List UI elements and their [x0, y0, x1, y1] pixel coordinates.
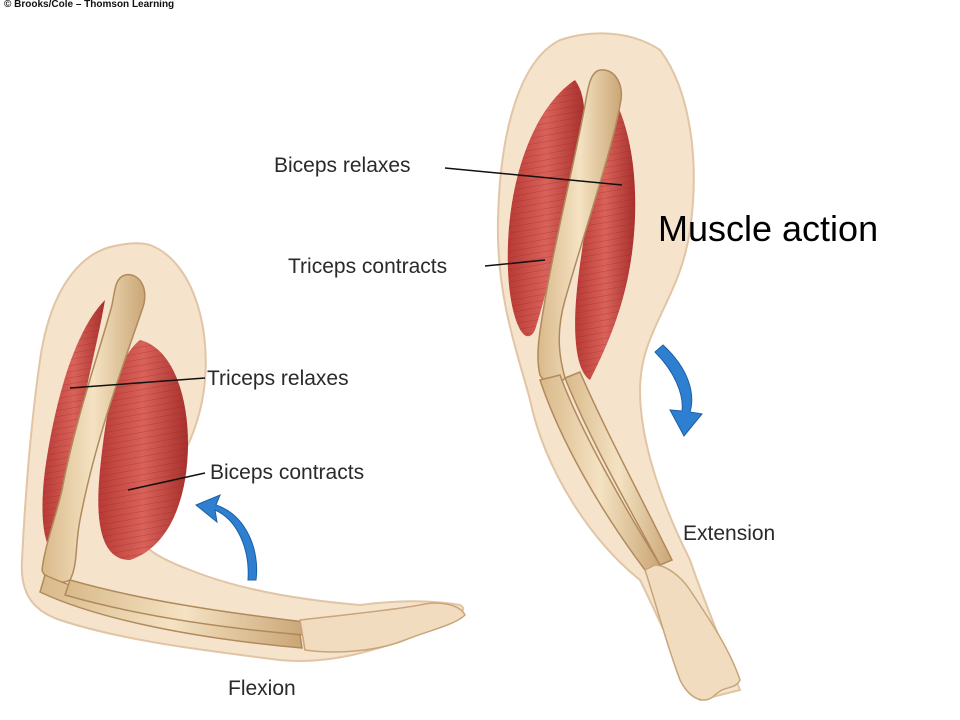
label-triceps-contracts: Triceps contracts [288, 255, 448, 278]
page-title: Muscle action [658, 208, 879, 249]
curved-arrow-up-icon [195, 494, 258, 581]
biceps-relaxes-leader [444, 167, 623, 186]
caption-flexion: Flexion [228, 677, 296, 700]
curved-arrow-down-icon [654, 344, 703, 437]
label-biceps-relaxes: Biceps relaxes [274, 154, 411, 177]
flexed-arm [20, 242, 466, 662]
extended-arm [444, 32, 742, 702]
flexed-hand [299, 602, 466, 653]
triceps-relaxes-leader [69, 377, 206, 389]
label-triceps-relaxes: Triceps relaxes [207, 367, 349, 390]
extended-hand [644, 564, 741, 701]
copyright-text: © Brooks/Cole – Thomson Learning [4, 0, 175, 10]
label-biceps-contracts: Biceps contracts [210, 461, 365, 484]
triceps-contracts-leader [484, 259, 546, 267]
caption-extension: Extension [683, 522, 776, 545]
biceps-contracts-leader [127, 472, 206, 491]
